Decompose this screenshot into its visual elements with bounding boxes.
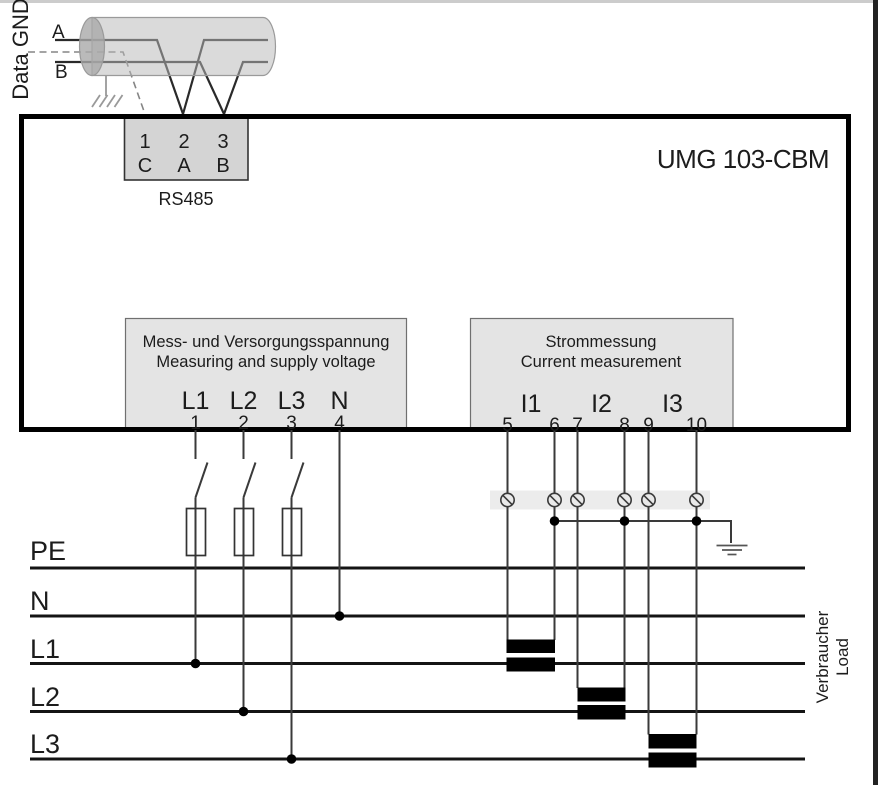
terminal-pin-9: 9	[643, 415, 654, 436]
terminal-pin-2: 2	[238, 413, 249, 434]
screw-terminal-icon	[569, 492, 585, 508]
terminal-pin-6: 6	[549, 415, 560, 436]
junction-dot	[238, 706, 249, 717]
channel-label-i1: I1	[520, 390, 542, 418]
current-transformer-icon	[577, 687, 626, 720]
load-label: Verbraucher Load	[813, 597, 853, 717]
terminal-pin-1: 1	[190, 413, 201, 434]
rs485-label: RS485	[158, 189, 214, 209]
current-box-title-en: Current measurement	[520, 353, 682, 371]
junction-dot	[619, 516, 630, 526]
phase-label-n: N	[330, 387, 349, 415]
channel-label-i3: I3	[662, 390, 683, 418]
secondary-ground-link	[554, 520, 732, 543]
voltage-box-title-en: Measuring and supply voltage	[156, 353, 376, 371]
bus-label-l3: L3	[30, 729, 61, 759]
page-top-edge	[0, 0, 878, 3]
shield-earth-icon	[91, 75, 124, 108]
load-label-en: Load	[833, 638, 852, 676]
cable-shield	[78, 16, 277, 77]
current-wires	[506, 430, 732, 735]
screw-terminal-strip	[490, 490, 710, 510]
load-label-de: Verbraucher	[813, 610, 832, 704]
fuse-icon	[233, 507, 255, 557]
screw-terminal-icon	[640, 492, 656, 508]
bus-label-n: N	[30, 586, 50, 616]
bus-label-l2: L2	[30, 682, 61, 712]
rs485-pin-3: 3	[217, 131, 229, 153]
terminal-pin-8: 8	[619, 415, 630, 436]
screw-terminal-icon	[688, 492, 704, 508]
rs485-terminal-b: B	[216, 155, 230, 177]
fuses	[185, 507, 303, 557]
bus-label-l1: L1	[30, 634, 61, 664]
wire-b-label: B	[55, 62, 68, 83]
device-outline	[19, 114, 851, 432]
screw-terminal-icon	[499, 492, 515, 508]
junction-dot	[334, 611, 345, 621]
junction-dot	[549, 516, 560, 526]
switch-icon	[290, 462, 305, 498]
terminal-pin-7: 7	[572, 415, 583, 436]
phase-label-l3: L3	[277, 387, 306, 415]
junction-dot	[286, 754, 297, 764]
rs485-terminal-a: A	[177, 155, 191, 177]
wire-a-label: A	[52, 22, 65, 43]
switch-icon	[242, 462, 257, 498]
junction-dot	[691, 516, 702, 526]
data-gnd-label: Data GND	[8, 0, 33, 100]
current-terminal-box	[469, 317, 734, 430]
fuse-icon	[185, 507, 207, 557]
current-transformer-icon	[648, 734, 697, 768]
current-transformer-icon	[506, 639, 555, 672]
terminal-pin-5: 5	[502, 415, 513, 436]
rs485-pin-1: 1	[139, 131, 151, 153]
junction-dots	[190, 516, 702, 764]
rs485-terminal-box	[123, 116, 249, 181]
phase-label-l2: L2	[229, 387, 258, 415]
cable-shield-end	[78, 16, 106, 77]
channel-label-i2: I2	[591, 390, 612, 418]
screw-terminals	[499, 492, 704, 508]
screw-terminal-icon	[546, 492, 562, 508]
fuse-icon	[281, 507, 303, 557]
current-box-title-de: Strommessung	[545, 333, 657, 351]
bus-lines	[30, 566, 805, 761]
earth-ground-icon	[716, 544, 748, 556]
screw-terminal-icon	[616, 492, 632, 508]
device-title: UMG 103-CBM	[656, 144, 830, 174]
voltage-wires	[194, 430, 341, 759]
current-transformers	[506, 639, 697, 768]
voltage-box-title-de: Mess- und Versorgungsspannung	[142, 333, 390, 351]
bus-label-pe: PE	[30, 536, 67, 566]
voltage-terminal-box	[124, 317, 408, 430]
terminal-pin-3: 3	[286, 413, 297, 434]
terminal-pin-4: 4	[334, 413, 345, 434]
page-right-edge	[873, 0, 878, 785]
terminal-pin-10: 10	[685, 415, 708, 436]
switch-icon	[194, 462, 209, 498]
junction-dot	[190, 658, 201, 669]
rs485-terminal-c: C	[137, 155, 153, 177]
rs485-pin-2: 2	[178, 131, 190, 153]
phase-label-l1: L1	[181, 387, 210, 415]
